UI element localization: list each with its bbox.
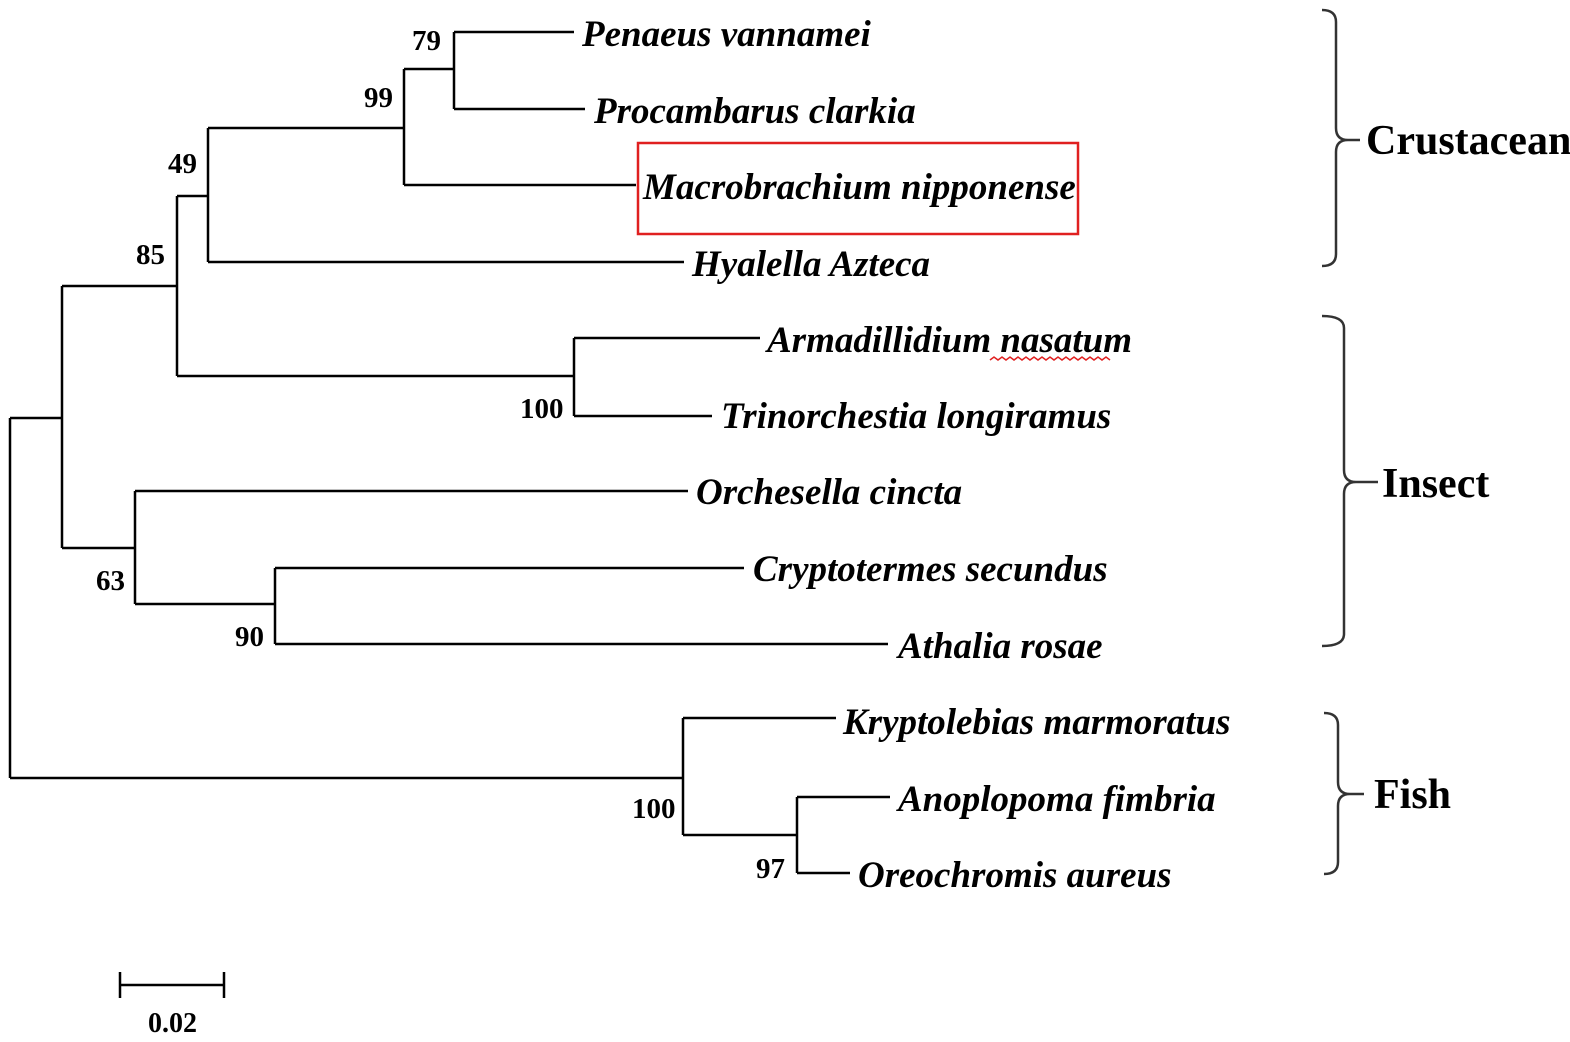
taxon-labels: Penaeus vannamei Procambarus clarkia Mac… — [581, 14, 1231, 896]
bootstrap-85: 85 — [136, 239, 165, 271]
tree-branches — [8, 30, 890, 875]
bootstrap-97: 97 — [756, 853, 785, 885]
taxon-kryptolebias: Kryptolebias marmoratus — [842, 702, 1231, 743]
taxon-cryptotermes: Cryptotermes secundus — [753, 549, 1108, 590]
group-label-crustacean: Crustacean — [1366, 118, 1570, 164]
taxon-penaeus: Penaeus vannamei — [581, 14, 872, 55]
bracket-fish — [1323, 711, 1351, 876]
scale-bar-label: 0.02 — [148, 1008, 197, 1039]
taxon-macrobrachium: Macrobrachium nipponense — [642, 167, 1076, 208]
spellcheck-squiggle — [989, 356, 1111, 361]
taxon-armadillidium: Armadillidium nasatum — [765, 320, 1132, 361]
bootstrap-100b: 100 — [632, 793, 676, 825]
group-label-fish: Fish — [1374, 772, 1451, 818]
bootstrap-49: 49 — [168, 148, 197, 180]
bootstrap-79: 79 — [412, 25, 441, 57]
highlight-box — [636, 141, 1080, 236]
bracket-insect — [1321, 314, 1357, 648]
taxon-athalia: Athalia rosae — [896, 626, 1103, 667]
taxon-oreochromis: Oreochromis aureus — [858, 855, 1172, 896]
taxon-hyalella: Hyalella Azteca — [691, 244, 930, 285]
taxon-orchesella: Orchesella cincta — [696, 472, 962, 513]
scale-bar: 0.02 — [118, 972, 226, 1039]
taxon-anoplopoma: Anoplopoma fimbria — [896, 779, 1216, 820]
taxon-trinorchestia: Trinorchestia longiramus — [721, 396, 1111, 437]
taxon-procambarus: Procambarus clarkia — [593, 91, 916, 132]
bootstrap-100a: 100 — [520, 393, 564, 425]
bootstrap-values: 79 99 49 85 100 63 90 100 97 — [96, 25, 785, 885]
group-label-insect: Insect — [1382, 461, 1489, 507]
scale-bar-line — [118, 972, 226, 998]
group-brackets — [1321, 8, 1378, 876]
bracket-crustacean — [1321, 8, 1349, 268]
bootstrap-99: 99 — [364, 82, 393, 114]
bootstrap-90: 90 — [235, 621, 264, 653]
group-labels: Crustacean Insect Fish — [1366, 118, 1570, 818]
bootstrap-63: 63 — [96, 565, 125, 597]
